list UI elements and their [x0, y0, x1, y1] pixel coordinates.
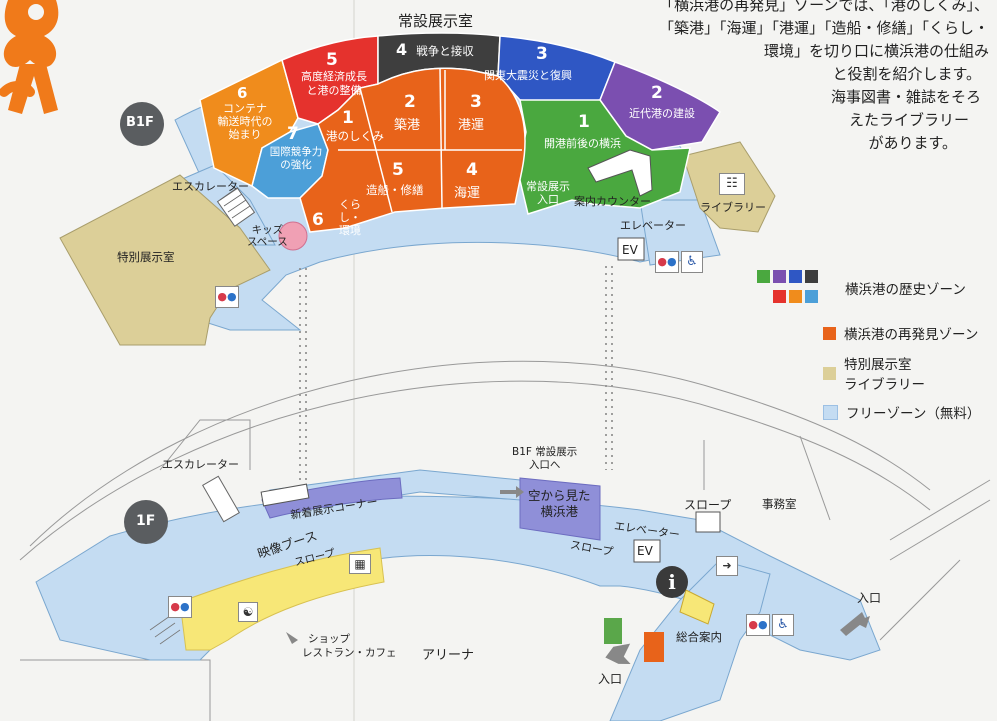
legend-rediscovery: 横浜港の再発見ゾーン	[823, 323, 978, 343]
f1-badge	[124, 500, 168, 544]
intro-text: 「横浜港の再発見」ゾーンでは、「港のしくみ」、 「築港」「海運」「港運」「造船・…	[658, 0, 989, 152]
legend-free: フリーゾーン（無料）	[823, 402, 980, 422]
f1-escalator[interactable]	[260, 483, 310, 507]
info-desk[interactable]	[679, 589, 715, 625]
b1f-elevator[interactable]	[617, 237, 645, 261]
legend-history: 横浜港の歴史ゾーン	[845, 282, 966, 298]
kids-space[interactable]	[278, 221, 308, 251]
legend-special: 特別展示室ライブラリー	[823, 355, 925, 395]
sky-view-exhibit[interactable]	[519, 477, 601, 541]
b1f-info-counter[interactable]	[587, 149, 653, 197]
b1f-badge	[120, 102, 164, 146]
legend-history-swatches	[757, 270, 831, 307]
f1-floor-outline	[19, 360, 991, 721]
mascot-icon	[0, 0, 59, 114]
entrance-arrow-icon	[286, 612, 870, 664]
shop-area[interactable]	[179, 547, 385, 651]
f1-elevator[interactable]	[633, 539, 661, 563]
